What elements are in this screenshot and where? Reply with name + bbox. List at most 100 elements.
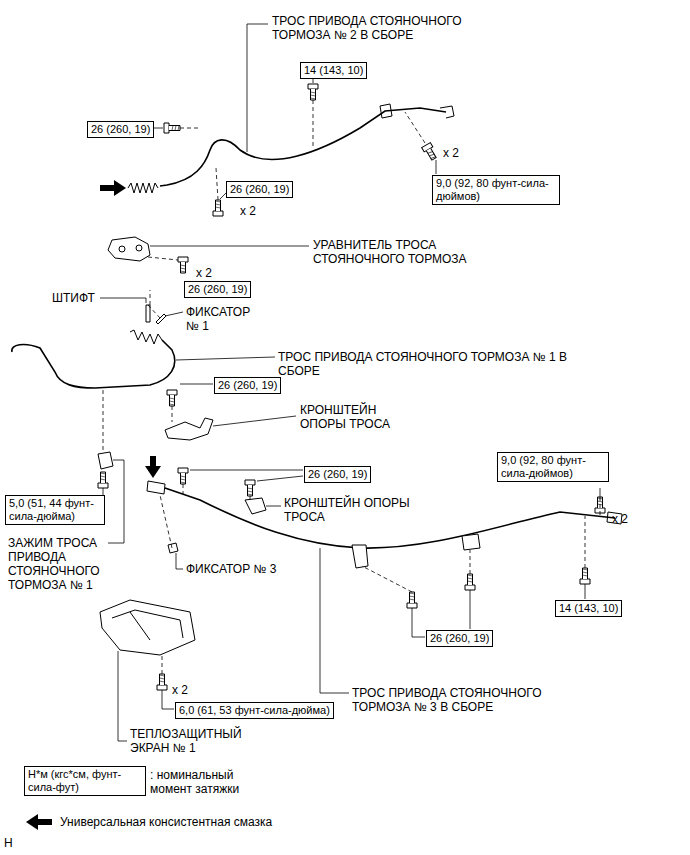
axis (585, 516, 586, 568)
bolt (407, 592, 417, 608)
part-label: ТРОС ПРИВОДА СТОЯНОЧНОГО ТОРМОЗА № 3 В С… (352, 686, 577, 714)
axis (470, 550, 471, 574)
leader (585, 584, 586, 599)
part-label: x 2 (612, 512, 628, 526)
bolt (245, 480, 255, 496)
leader (176, 357, 275, 360)
part-label: x 2 (172, 683, 188, 697)
bracket-4 (462, 534, 480, 550)
bolt (178, 468, 188, 484)
axis (600, 497, 601, 517)
leader (412, 608, 425, 637)
axis (250, 496, 251, 501)
bracket-3 (352, 545, 368, 568)
axis (148, 290, 160, 318)
bolt (157, 674, 167, 690)
part-label: ШТИФТ (52, 291, 95, 305)
legend-text: : номинальный момент затяжки (150, 768, 265, 796)
part-label: КРОНШТЕЙН ОПОРЫ ТРОСА (300, 403, 425, 431)
part-label: ЗАЖИМ ТРОСА ПРИВОДА СТОЯНОЧНОГО ТОРМОЗА … (8, 536, 120, 592)
leader (470, 590, 471, 629)
torque-value: Н*м (кгс*см, фунт-сила-фут) (28, 768, 142, 794)
part-label: x 2 (240, 204, 256, 218)
pin (146, 305, 150, 322)
torque-value: 26 (260, 19) (91, 123, 150, 136)
heat-shield (100, 600, 195, 655)
leader (600, 488, 601, 497)
leader (266, 506, 281, 507)
torque-box: Н*м (кгс*см, фунт-сила-фут) (24, 766, 146, 796)
torque-value: 6,0 (61, 53 фунт-сила-дюйма) (179, 704, 330, 717)
bolts (98, 84, 605, 690)
torque-value: 5,0 (51, 44 фунт-сила-дюйма) (9, 497, 101, 523)
axis (362, 566, 412, 592)
cable-1 (12, 340, 175, 388)
equalizer-hole (119, 246, 125, 252)
heat-shield-contour (112, 610, 183, 640)
axis (160, 495, 172, 548)
torque-value: 14 (143, 10) (304, 64, 363, 77)
torque-value: 9,0 (92, 80 фунт-сила-дюймов) (436, 177, 556, 203)
legend-grease-arrow (26, 814, 52, 830)
torque-box: 26 (260, 19) (87, 121, 154, 138)
cable-2 (160, 108, 446, 186)
leader (257, 476, 303, 481)
leader (213, 416, 296, 426)
axis (162, 654, 163, 674)
parts (98, 237, 480, 655)
axis (180, 128, 200, 129)
cables (12, 104, 622, 548)
axis (183, 484, 184, 494)
part-label: ФИКСАТОР № 3 (186, 562, 276, 576)
axis (103, 390, 104, 451)
leader (118, 651, 127, 741)
spring-1 (130, 330, 162, 344)
axis (313, 100, 314, 148)
torque-box: 14 (143, 10) (300, 62, 367, 79)
torque-box: 14 (143, 10) (555, 600, 622, 617)
torque-value: 26 (260, 19) (308, 468, 367, 481)
leader (165, 312, 183, 316)
bracket-2 (245, 498, 266, 514)
part-label: КРОНШТЕЙН ОПОРЫ ТРОСА (284, 496, 419, 524)
axis (216, 168, 218, 200)
leader (108, 460, 124, 543)
torque-value: 26 (260, 19) (230, 183, 289, 196)
torque-box: 26 (260, 19) (426, 630, 493, 647)
torque-box: 26 (260, 19) (226, 181, 293, 198)
equalizer-hole (136, 245, 142, 251)
torque-box: 5,0 (51, 44 фунт-сила-дюйма) (5, 495, 105, 525)
part-label: H (4, 836, 13, 850)
bolt (308, 84, 318, 100)
leader (247, 24, 268, 152)
leader (436, 160, 437, 174)
bolt (422, 143, 439, 162)
torque-box: 6,0 (61, 53 фунт-сила-дюйма) (175, 702, 334, 719)
bolt (580, 568, 590, 584)
bolt (213, 200, 223, 216)
grease-arrow (145, 456, 161, 478)
axis (148, 257, 178, 260)
leader (150, 246, 309, 247)
axis (172, 406, 173, 422)
leader (180, 384, 213, 385)
torque-box: 26 (260, 19) (304, 466, 371, 483)
leader (100, 298, 146, 303)
torque-box: 26 (260, 19) (184, 281, 251, 298)
torque-box: 9,0 (92, 80 фунт-сила-дюймов) (497, 452, 609, 482)
leader (176, 553, 183, 569)
part-label: ТЕПЛОЗАЩИТНЫЙ ЭКРАН № 1 (130, 727, 255, 755)
torque-value: 26 (260, 19) (188, 283, 247, 296)
torque-box: 26 (260, 19) (214, 377, 281, 394)
grease-arrow (100, 180, 126, 196)
bolt (465, 574, 475, 590)
part-label: ТРОС ПРИВОДА СТОЯНОЧНОГО ТОРМОЗА № 2 В С… (272, 14, 487, 42)
equalizer (108, 237, 150, 261)
torque-value: 26 (260, 19) (430, 632, 489, 645)
torque-value: 14 (143, 10) (559, 602, 618, 615)
cable-3-end (147, 481, 622, 524)
part-label: ФИКСАТОР № 1 (186, 305, 266, 333)
torque-value: 9,0 (92, 80 фунт-сила-дюймов) (501, 454, 605, 480)
